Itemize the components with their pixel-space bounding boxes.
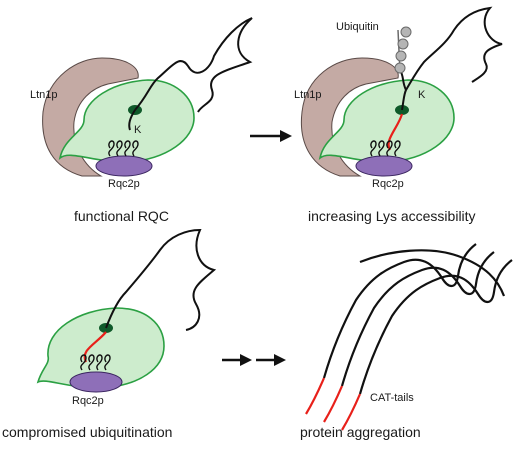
panel-protein-aggregation: CAT-tails protein aggregation — [300, 243, 513, 440]
ribosome-large-subunit — [58, 79, 195, 163]
trna-cluster — [370, 140, 401, 157]
lysine-label: K — [134, 124, 142, 136]
trna-cluster — [80, 354, 111, 371]
nascent-chain — [134, 17, 253, 113]
rqc2p-label: Rqc2p — [108, 178, 140, 190]
rqc2p-shape — [95, 155, 153, 177]
ribosome-large-subunit — [318, 79, 455, 163]
nascent-chain — [401, 6, 503, 111]
caption-functional: functional RQC — [74, 208, 169, 224]
caption-accessibility: increasing Lys accessibility — [308, 208, 476, 224]
caption-aggregation: protein aggregation — [300, 424, 421, 440]
nascent-chain — [105, 228, 217, 331]
panel-compromised-ubiquitination: Rqc2p compromised ubiquitination — [2, 228, 217, 440]
panel-increasing-lys-accessibility: Ubiquitin Ltn1p K Rqc2p increasing Lys a… — [294, 6, 503, 224]
lysine-label: K — [418, 89, 426, 101]
rqc2p-label: Rqc2p — [372, 178, 404, 190]
ribosome-large-subunit — [36, 307, 165, 389]
cat-tails-label: CAT-tails — [370, 392, 414, 404]
trna-cluster — [108, 140, 139, 157]
cat-tail-segment — [387, 113, 404, 151]
ltn1p-label: Ltn1p — [294, 89, 322, 101]
ubiquitin-label: Ubiquitin — [336, 21, 379, 33]
aggregated-chains — [322, 243, 513, 395]
caption-compromised: compromised ubiquitination — [2, 424, 172, 440]
cat-tails — [305, 377, 362, 431]
ltn1p-label: Ltn1p — [30, 89, 58, 101]
right-arrow-icon — [250, 130, 292, 142]
rqc2p-shape — [69, 371, 123, 393]
panel-functional-rqc: Ltn1p K Rqc2p functional RQC — [30, 17, 253, 224]
ubiquitin-chain — [394, 26, 412, 74]
rqc2p-shape — [355, 155, 413, 177]
k-tether — [128, 109, 136, 131]
rqc2p-label: Rqc2p — [72, 395, 104, 407]
double-right-arrow-icon — [222, 354, 286, 366]
